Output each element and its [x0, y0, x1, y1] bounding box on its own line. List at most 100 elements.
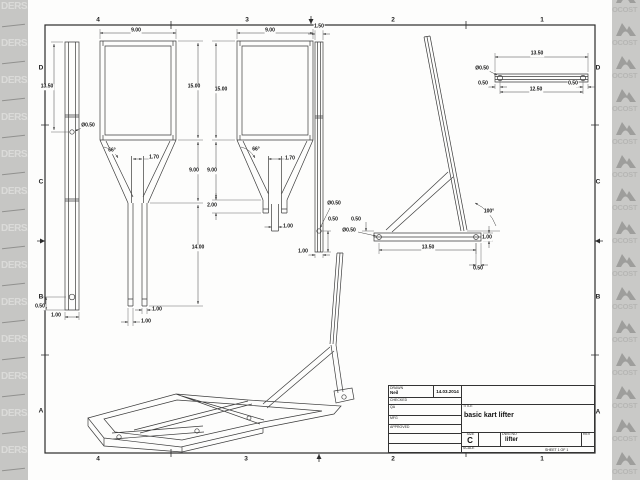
dim-label: Ø0.50: [80, 122, 96, 129]
watermark-text: DERS.C: [1, 75, 28, 86]
watermark-logo-icon: [614, 186, 638, 207]
dim-label: 66°: [107, 147, 117, 154]
watermark-divider: [2, 60, 25, 65]
watermark-text: OCOST: [612, 335, 638, 344]
dim-label: 1.50: [313, 23, 325, 30]
watermark-logo-icon: [614, 450, 638, 471]
watermark-text: DERS.C: [1, 186, 28, 197]
zone-bottom-4: 4: [96, 455, 100, 463]
watermark-divider: [2, 393, 25, 398]
zone-right-b: B: [595, 293, 601, 301]
dim-label: 9.00: [188, 167, 200, 174]
watermark-logo-icon: [614, 219, 638, 240]
watermark-divider: [2, 23, 25, 28]
watermark-text: DERS.C: [1, 149, 28, 160]
dim-label: 0.50: [350, 216, 362, 223]
dim-label: 12.50: [529, 86, 543, 93]
dim-label: 1.70: [148, 154, 160, 161]
title-block: DRAWN Neil 14.03.2014 CHECKED QA MFG APP…: [388, 385, 595, 453]
zone-right-a: A: [595, 408, 601, 416]
drawn-label: DRAWN: [390, 385, 404, 390]
view-front-long: [99, 29, 203, 326]
dim-label: 0.50: [567, 80, 579, 87]
zone-bottom-1: 1: [540, 455, 544, 463]
title-block-main: TITLE basic kart lifter SIZE C DWG NO li…: [462, 386, 594, 452]
watermark-divider: [2, 245, 25, 250]
zone-top-4: 4: [96, 16, 100, 24]
dim-label: 1.00: [297, 248, 309, 255]
watermark-text: OCOST: [612, 401, 638, 410]
approved-label: APPROVED: [390, 424, 410, 429]
watermark-text: OCOST: [612, 38, 638, 47]
zone-left-d: D: [38, 64, 44, 72]
dim-label: 1.00: [50, 312, 62, 319]
watermark-text: DERS.C: [1, 260, 28, 271]
dim-label: 13.50: [530, 50, 544, 57]
scale-label: SCALE: [463, 446, 475, 450]
watermark-text: OCOST: [612, 5, 638, 14]
watermark-text: DERS.C: [1, 334, 28, 345]
watermark-text: DERS.C: [1, 297, 28, 308]
drawn-by: Neil: [390, 390, 399, 396]
title-block-approvals: DRAWN Neil 14.03.2014 CHECKED QA MFG APP…: [389, 386, 462, 452]
zone-left-c: C: [38, 178, 44, 186]
watermark-text: OCOST: [612, 467, 638, 476]
watermark-text: DERS.C: [1, 371, 28, 382]
watermark-logo-icon: [614, 153, 638, 174]
zone-top-3: 3: [245, 16, 249, 24]
size-value: C: [467, 436, 473, 446]
zone-top-2: 2: [391, 16, 395, 24]
watermark-logo-icon: [614, 87, 638, 108]
watermark-logo-icon: [614, 21, 638, 42]
dwg-no-label: DWG NO: [502, 432, 517, 437]
watermark-text: DERS.C: [1, 408, 28, 419]
watermark-text: OCOST: [612, 170, 638, 179]
checked-label: CHECKED: [390, 397, 408, 402]
drawing-sheet: 4 3 2 1 4 3 2 1 D C B A D C B A DRAWN Ne…: [28, 0, 612, 480]
dim-label: 1.00: [140, 318, 152, 325]
watermark-logo-icon: [614, 0, 638, 9]
watermark-text: OCOST: [612, 71, 638, 80]
watermark-text: OCOST: [612, 137, 638, 146]
watermark-divider: [2, 171, 25, 176]
watermark-left-strip: DERS.C DERS.C DERS.C DERS.C DERS.C DERS.C DERS…: [0, 0, 28, 480]
dim-label: 1.70: [284, 155, 296, 162]
watermark-divider: [2, 282, 25, 287]
view-front-short: [212, 29, 314, 232]
watermark-divider: [2, 134, 25, 139]
watermark-logo-icon: [614, 120, 638, 141]
watermark-logo-icon: [614, 252, 638, 273]
watermark-text: OCOST: [612, 203, 638, 212]
view-side-elevation: [357, 35, 500, 268]
dim-label: 0.50: [472, 265, 484, 272]
sheet-number: SHEET 1 OF 1: [545, 448, 569, 452]
watermark-logo-icon: [614, 285, 638, 306]
watermark-right-strip: OCOST OCOST OCOST OCOST OCOST OCOST OCOST OCOST…: [612, 0, 640, 480]
watermark-text: OCOST: [612, 269, 638, 278]
zone-right-d: D: [595, 64, 601, 72]
dim-label: 0.50: [34, 303, 46, 310]
watermark-divider: [2, 356, 25, 361]
dim-label: 66°: [251, 146, 261, 153]
watermark-text: DERS.C: [1, 112, 28, 123]
view-post-front: [308, 30, 331, 258]
watermark-logo-icon: [614, 417, 638, 438]
watermark-logo-icon: [614, 351, 638, 372]
watermark-text: OCOST: [612, 104, 638, 113]
qa-label: QA: [390, 404, 396, 409]
watermark-text: OCOST: [612, 236, 638, 245]
dwg-no-value: lifter: [505, 437, 519, 444]
zone-right-c: C: [595, 178, 601, 186]
dim-label: 0.50: [477, 80, 489, 87]
watermark-logo-icon: [614, 54, 638, 75]
dim-label: 1.00: [481, 234, 493, 241]
watermark-logo-icon: [614, 384, 638, 405]
dim-label: 14.00: [191, 244, 205, 251]
view-handle-side: [43, 41, 85, 320]
watermark-text: DERS.C: [1, 38, 28, 49]
dim-label: Ø0.50: [474, 65, 490, 72]
zone-left-a: A: [38, 407, 44, 415]
dim-label: 0.50: [327, 216, 339, 223]
zone-top-1: 1: [540, 16, 544, 24]
